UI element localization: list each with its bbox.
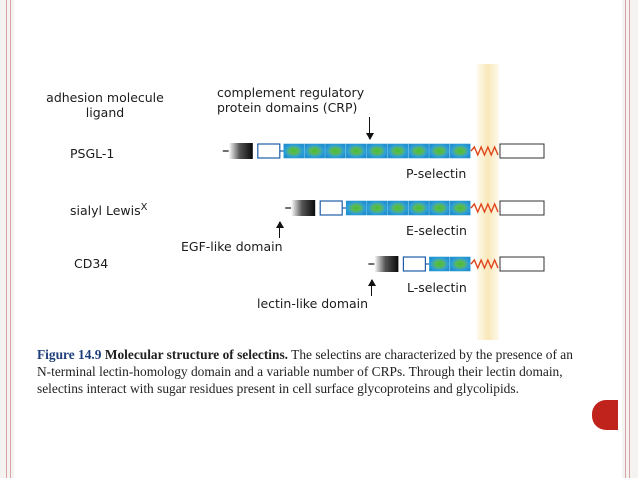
e-selectin-crp-domain [429, 200, 450, 216]
l-selectin-crp-domain [429, 256, 450, 272]
left-border-line-outer [6, 0, 7, 478]
sialyl-lewis-label: sialyl LewisX [70, 200, 147, 218]
figure-caption: Figure 14.9 Molecular structure of selec… [37, 346, 587, 397]
l-selectin-lectin-domain [374, 256, 399, 272]
e-selectin-transmembrane [470, 202, 499, 214]
p-selectin-crp-domain [387, 143, 409, 159]
complement-line-2: protein domains (CRP) [217, 100, 358, 115]
e-selectin-egf-domain [319, 200, 343, 216]
figure-title: Molecular structure of selectins. [104, 347, 289, 362]
complement-label: complement regulatory protein domains (C… [217, 85, 364, 115]
p-selectin-egf-domain [257, 143, 281, 159]
p-selectin-crp-domain [304, 143, 325, 159]
e-selectin-crp-domain [387, 200, 409, 216]
l-selectin-label: L-selectin [407, 280, 467, 295]
p-selectin-cytoplasmic-tail [499, 143, 545, 159]
e-selectin-crp-domain [408, 200, 429, 216]
right-border-line-inner [625, 0, 626, 478]
lectin-like-label: lectin-like domain [257, 296, 369, 311]
p-selectin-crp-domain [325, 143, 346, 159]
cd34-label: CD34 [74, 256, 109, 271]
l-selectin-crp-domain [449, 256, 471, 272]
figure: adhesion molecule ligand complement regu… [23, 50, 595, 444]
selectin-diagram [222, 64, 545, 340]
slide-decoration-dot [592, 400, 618, 430]
sialyl-lewis-superscript: X [140, 202, 148, 213]
p-selectin-crp-domain [366, 143, 388, 159]
ligand-text: ligand [85, 105, 125, 120]
e-selectin-lectin-domain [291, 200, 316, 216]
e-selectin-cytoplasmic-tail [499, 200, 545, 216]
left-border-line-inner [10, 0, 11, 478]
adhesion-molecule-label: adhesion molecule ligand [45, 90, 165, 120]
p-selectin-crp-domain [449, 143, 471, 159]
e-selectin-crp-domain [366, 200, 388, 216]
lectin-arrow [367, 279, 376, 296]
l-selectin-cytoplasmic-tail [499, 256, 545, 272]
p-selectin-label: P-selectin [406, 166, 467, 181]
l-selectin-egf-domain [402, 256, 426, 272]
adhesion-molecule-text: adhesion molecule [46, 90, 164, 105]
crp-arrow [365, 117, 374, 140]
egf-arrow [275, 221, 284, 238]
p-selectin-lectin-domain [228, 143, 253, 159]
egf-like-label: EGF-like domain [181, 239, 283, 254]
e-selectin-crp-domain [449, 200, 471, 216]
l-selectin-transmembrane [470, 258, 499, 270]
figure-caption-body: The selectins are characterized by the p… [37, 347, 573, 396]
p-selectin-transmembrane [470, 145, 499, 157]
sialyl-lewis-text: sialyl Lewis [70, 203, 141, 219]
right-border-line-outer [629, 0, 630, 478]
psgl1-label: PSGL-1 [70, 146, 115, 161]
membrane-band [477, 64, 499, 340]
figure-number: Figure 14.9 [37, 347, 102, 362]
complement-line-1: complement regulatory [217, 85, 365, 100]
e-selectin-label: E-selectin [406, 223, 467, 238]
p-selectin-crp-domain [429, 143, 450, 159]
p-selectin-crp-domain [345, 143, 367, 159]
e-selectin-crp-domain [345, 200, 367, 216]
p-selectin-crp-domain [408, 143, 429, 159]
p-selectin-crp-domain [283, 143, 305, 159]
